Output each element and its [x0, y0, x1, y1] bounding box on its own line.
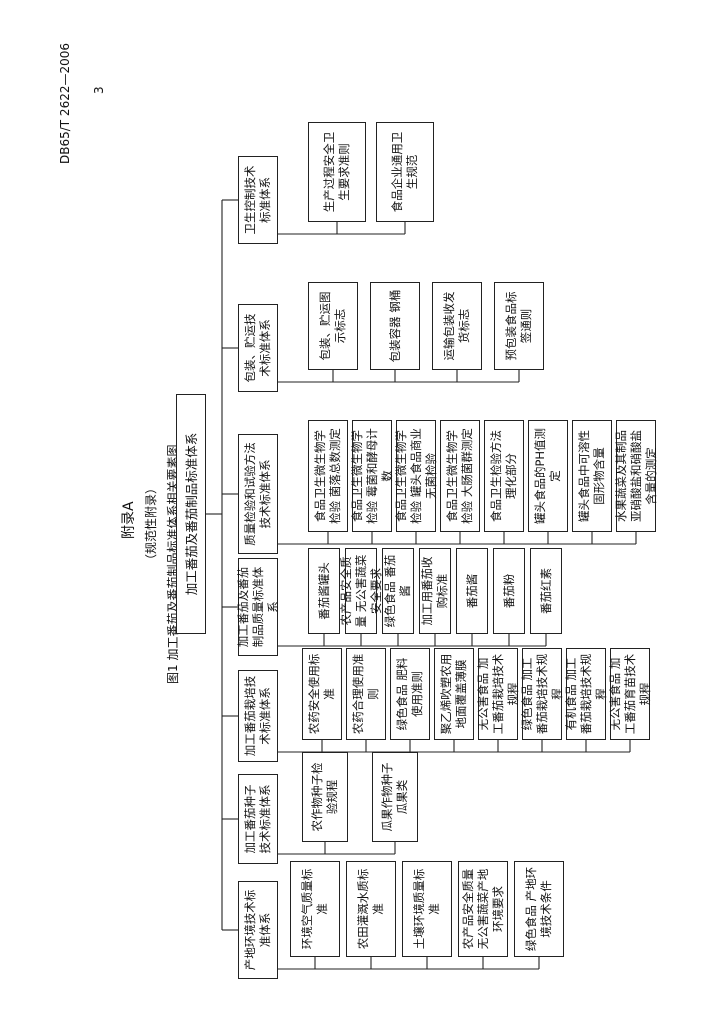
category-box: 质量检验和试验方法技术标准体系 [238, 434, 278, 554]
root-box: 加工番茄及番茄制品标准体系 [176, 394, 206, 634]
standard-item: 包装容器 钢桶 [370, 282, 420, 370]
standard-item: 番茄酱罐头 [308, 548, 340, 634]
standard-item: 绿色食品 肥料使用准则 [390, 648, 430, 740]
standard-item: 农田灌溉水质标准 [346, 861, 396, 957]
doc-code: DB65/T 2622—2006 [58, 42, 72, 164]
standard-item: 食品卫生检验方法 理化部分 [484, 420, 524, 532]
appendix-title: 附录A [121, 501, 137, 539]
standard-item: 农药合理使用准则 [346, 648, 386, 740]
standard-item: 无公害食品 加工番茄育苗技术规程 [608, 648, 652, 740]
standard-item: 罐头食品的PH值测定 [528, 420, 568, 532]
category-box: 产地环境技术标准体系 [238, 881, 278, 979]
standard-item: 聚乙烯吹塑农用地面覆盖薄膜 [434, 648, 474, 740]
standard-item: 环境空气质量标准 [290, 861, 340, 957]
category-box: 卫生控制技术标准体系 [238, 156, 278, 244]
category-box: 加工番茄及番茄制品质量标准体系 [236, 558, 280, 656]
standard-item: 包装、贮运图示标志 [308, 282, 358, 370]
standard-item: 绿色食品 加工番茄栽培技术规程 [520, 648, 564, 740]
standard-item: 番茄红素 [530, 548, 562, 634]
standard-item: 有机食品 加工番茄栽培技术规程 [564, 648, 608, 740]
standard-item: 食品卫生微生物学检验 大肠菌群测定 [440, 420, 480, 532]
standard-item: 预包装食品标签通则 [494, 282, 544, 370]
standard-item: 食品卫生微生物学检验 罐头食品商业无菌检验 [394, 420, 438, 532]
standard-item: 农药安全使用标准 [302, 648, 342, 740]
standard-item: 生产过程安全卫生要求准则 [308, 122, 366, 222]
standard-item: 无公害食品 加工番茄栽培技术规程 [476, 648, 520, 740]
standard-item: 土壤环境质量标准 [402, 861, 452, 957]
standard-item: 农作物种子检验规程 [302, 752, 348, 842]
standard-item: 瓜果作物种子 瓜果类 [372, 752, 418, 842]
category-box: 加工番茄栽培技术标准体系 [238, 670, 278, 762]
standard-item: 水果蔬菜及其制品亚硝酸盐和硝酸盐含量的测定 [614, 420, 658, 532]
standard-item: 番茄酱 [456, 548, 488, 634]
standard-item: 运输包装收发货标志 [432, 282, 482, 370]
standard-item: 农产品安全质量 无公害蔬菜安全要求 [339, 548, 383, 634]
standard-item: 绿色食品 番茄酱 [382, 548, 414, 634]
standard-item: 加工用番茄收购标准 [419, 548, 451, 634]
standard-item: 食品企业通用卫生规范 [376, 122, 434, 222]
category-box: 加工番茄种子技术标准体系 [238, 774, 278, 864]
appendix-note: （规范性附录） [144, 481, 158, 566]
standard-item: 罐头食品中可溶性固形物含量 [572, 420, 612, 532]
standard-item: 绿色食品 产地环境技术条件 [514, 861, 564, 957]
category-box: 包装、贮运技术标准体系 [238, 304, 278, 392]
standard-item: 农产品安全质量 无公害蔬菜产地环境要求 [458, 861, 508, 957]
standard-item: 食品卫生微生物学检验 菌落总数测定 [308, 420, 348, 532]
page-number: 3 [92, 86, 106, 94]
standard-item: 番茄粉 [493, 548, 525, 634]
standard-item: 食品卫生微生物学检验 霉菌和酵母计数 [350, 420, 394, 532]
